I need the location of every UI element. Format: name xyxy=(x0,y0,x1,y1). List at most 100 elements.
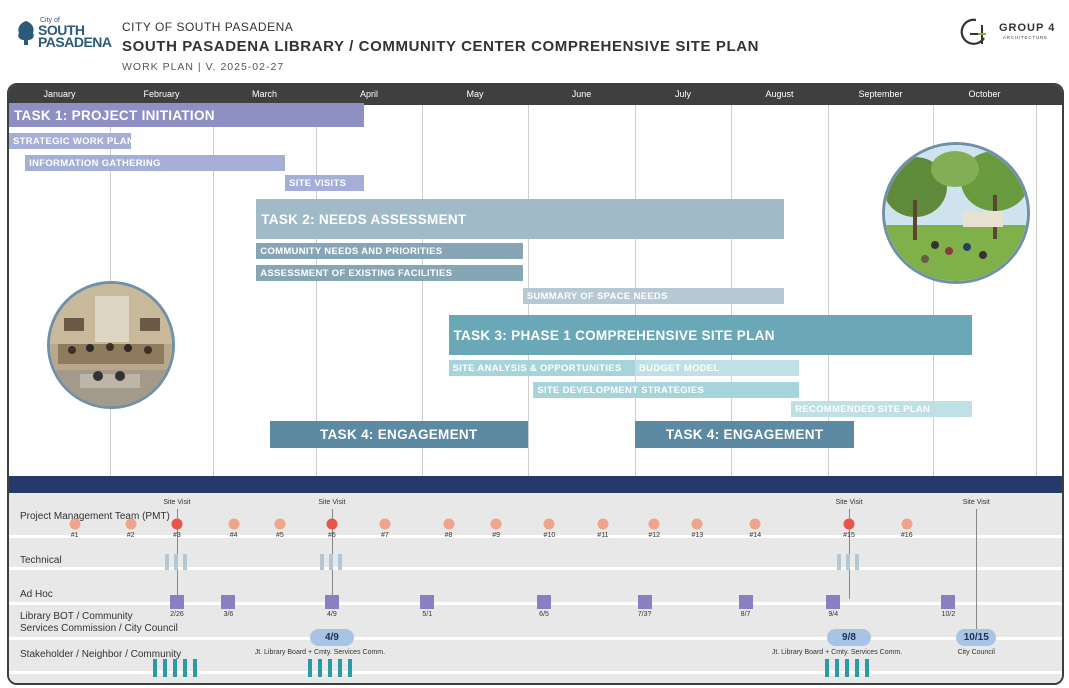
month-label: September xyxy=(858,89,903,99)
stakeholder-meeting-tick xyxy=(327,659,332,677)
pmt-meeting-dot xyxy=(648,518,660,530)
task-bar: TASK 2: NEEDS ASSESSMENT xyxy=(256,199,785,239)
subtask-bar: SITE ANALYSIS & OPPORTUNITIES xyxy=(448,360,635,376)
board-meeting-label: 4/9 xyxy=(327,611,337,618)
pmt-meeting-dot xyxy=(543,518,555,530)
site-visit-line xyxy=(976,509,978,635)
tree-logo-icon xyxy=(18,21,34,45)
page-subtitle: WORK PLAN | V. 2025-02-27 xyxy=(122,61,285,73)
logo-city-of: City of xyxy=(40,17,60,24)
stakeholder-meeting-tick xyxy=(347,659,352,677)
technical-meeting-tick xyxy=(337,554,342,570)
stakeholder-meeting-tick xyxy=(172,659,177,677)
stakeholder-meeting-tick xyxy=(835,659,839,677)
logo-line-1: SOUTH xyxy=(38,22,85,38)
month-label: April xyxy=(359,89,379,99)
stakeholder-meeting-tick xyxy=(865,659,869,677)
board-meeting-label: 2/26 xyxy=(170,611,184,618)
technical-meeting-tick xyxy=(182,554,187,570)
firm-subtitle: ARCHITECTURE xyxy=(1003,35,1048,40)
pmt-meeting-dot xyxy=(326,518,338,530)
section-divider xyxy=(9,476,1062,493)
task-bar: TASK 1: PROJECT INITIATION xyxy=(9,103,364,127)
pmt-meeting-label: #7 xyxy=(380,532,389,539)
pmt-meeting-label: #4 xyxy=(229,532,238,539)
subtask-bar: RECOMMENDED SITE PLAN xyxy=(791,401,973,417)
month-gridline xyxy=(316,105,317,477)
pmt-meeting-dot xyxy=(901,518,913,530)
pmt-meeting-dot xyxy=(379,518,391,530)
board-meeting-label: 7/3? xyxy=(637,611,652,618)
stakeholder-meeting-tick xyxy=(307,659,312,677)
technical-meeting-tick xyxy=(846,554,850,570)
firm-name: GROUP 4 xyxy=(999,22,1056,34)
pmt-meeting-dot xyxy=(843,518,855,530)
joint-meeting-pill: 9/8 xyxy=(827,629,871,646)
board-meeting-label: 6/5 xyxy=(539,611,549,618)
stakeholder-meeting-tick xyxy=(825,659,829,677)
pmt-meeting-label: #13 xyxy=(691,532,704,539)
board-meeting-square xyxy=(738,595,753,609)
technical-meeting-tick xyxy=(164,554,169,570)
lane-separator xyxy=(9,637,1062,640)
lane-label-commission: Services Commission / City Council xyxy=(20,623,178,634)
month-label: March xyxy=(251,89,278,99)
stakeholder-meeting-tick xyxy=(317,659,322,677)
pmt-meeting-label: #12 xyxy=(648,532,661,539)
pmt-meeting-dot xyxy=(749,518,761,530)
stakeholder-meeting-tick xyxy=(192,659,197,677)
month-label: May xyxy=(466,89,484,99)
pmt-meeting-label: #16 xyxy=(900,532,913,539)
lane-label-technical: Technical xyxy=(20,555,62,566)
month-label: October xyxy=(968,89,1001,99)
site-visit-label: Site Visit xyxy=(318,499,346,506)
meeting-room-illustration-icon xyxy=(50,284,172,406)
park-illustration-icon xyxy=(885,145,1027,281)
month-label: February xyxy=(143,89,180,99)
subtask-bar: STRATEGIC WORK PLAN xyxy=(9,133,131,149)
pmt-meeting-dot xyxy=(490,518,502,530)
pmt-meeting-dot xyxy=(274,518,286,530)
pmt-meeting-dot xyxy=(691,518,703,530)
board-meeting-label: 10/2 xyxy=(941,611,956,618)
technical-meeting-tick xyxy=(319,554,324,570)
pmt-meeting-dot xyxy=(443,518,454,530)
subtask-bar: SITE DEVELOPMENT STRATEGIES xyxy=(533,382,799,398)
lane-separator xyxy=(9,602,1062,605)
stakeholder-meeting-tick xyxy=(152,659,157,677)
subtask-bar: SITE VISITS xyxy=(285,175,364,191)
pmt-meeting-label: #6 xyxy=(327,532,336,539)
lane-separator xyxy=(9,671,1062,674)
logo-line-2: PASADENA xyxy=(38,34,112,50)
pmt-meeting-label: #3 xyxy=(173,532,181,539)
site-visit-label: Site Visit xyxy=(163,499,191,506)
group4-logo-icon xyxy=(960,18,986,45)
lane-label-library-bot: Library BOT / Community xyxy=(20,611,133,622)
pmt-meeting-dot xyxy=(125,518,137,530)
site-visit-label: Site Visit xyxy=(835,499,863,506)
engagement-bar: TASK 4: ENGAGEMENT xyxy=(269,421,528,448)
pmt-meeting-label: #1 xyxy=(70,532,79,539)
board-meeting-label: 5/1 xyxy=(422,611,433,618)
meeting-room-photo xyxy=(47,281,175,409)
pmt-meeting-label: #5 xyxy=(276,532,284,539)
pmt-meeting-label: #8 xyxy=(444,532,453,539)
board-meeting-square xyxy=(637,595,652,609)
joint-meeting-note: City Council xyxy=(957,649,995,656)
stakeholder-meeting-tick xyxy=(337,659,342,677)
pmt-meeting-label: #11 xyxy=(597,532,609,539)
pmt-meeting-label: #2 xyxy=(126,532,135,539)
stakeholder-meeting-tick xyxy=(182,659,187,677)
lane-label-stakeholder: Stakeholder / Neighbor / Community xyxy=(20,649,182,660)
joint-meeting-note: Jt. Library Board + Cmty. Services Comm. xyxy=(771,649,903,656)
board-meeting-square xyxy=(826,595,841,609)
board-meeting-square xyxy=(420,595,435,609)
month-label: August xyxy=(765,89,794,99)
board-meeting-label: 3/6 xyxy=(223,611,234,618)
board-meeting-label: 9/4 xyxy=(828,611,839,618)
subtask-bar: ASSESSMENT OF EXISTING FACILITIES xyxy=(256,265,523,281)
month-gridline xyxy=(1036,105,1037,477)
subtask-bar: COMMUNITY NEEDS AND PRIORITIES xyxy=(256,243,523,259)
lane-separator xyxy=(9,567,1062,570)
